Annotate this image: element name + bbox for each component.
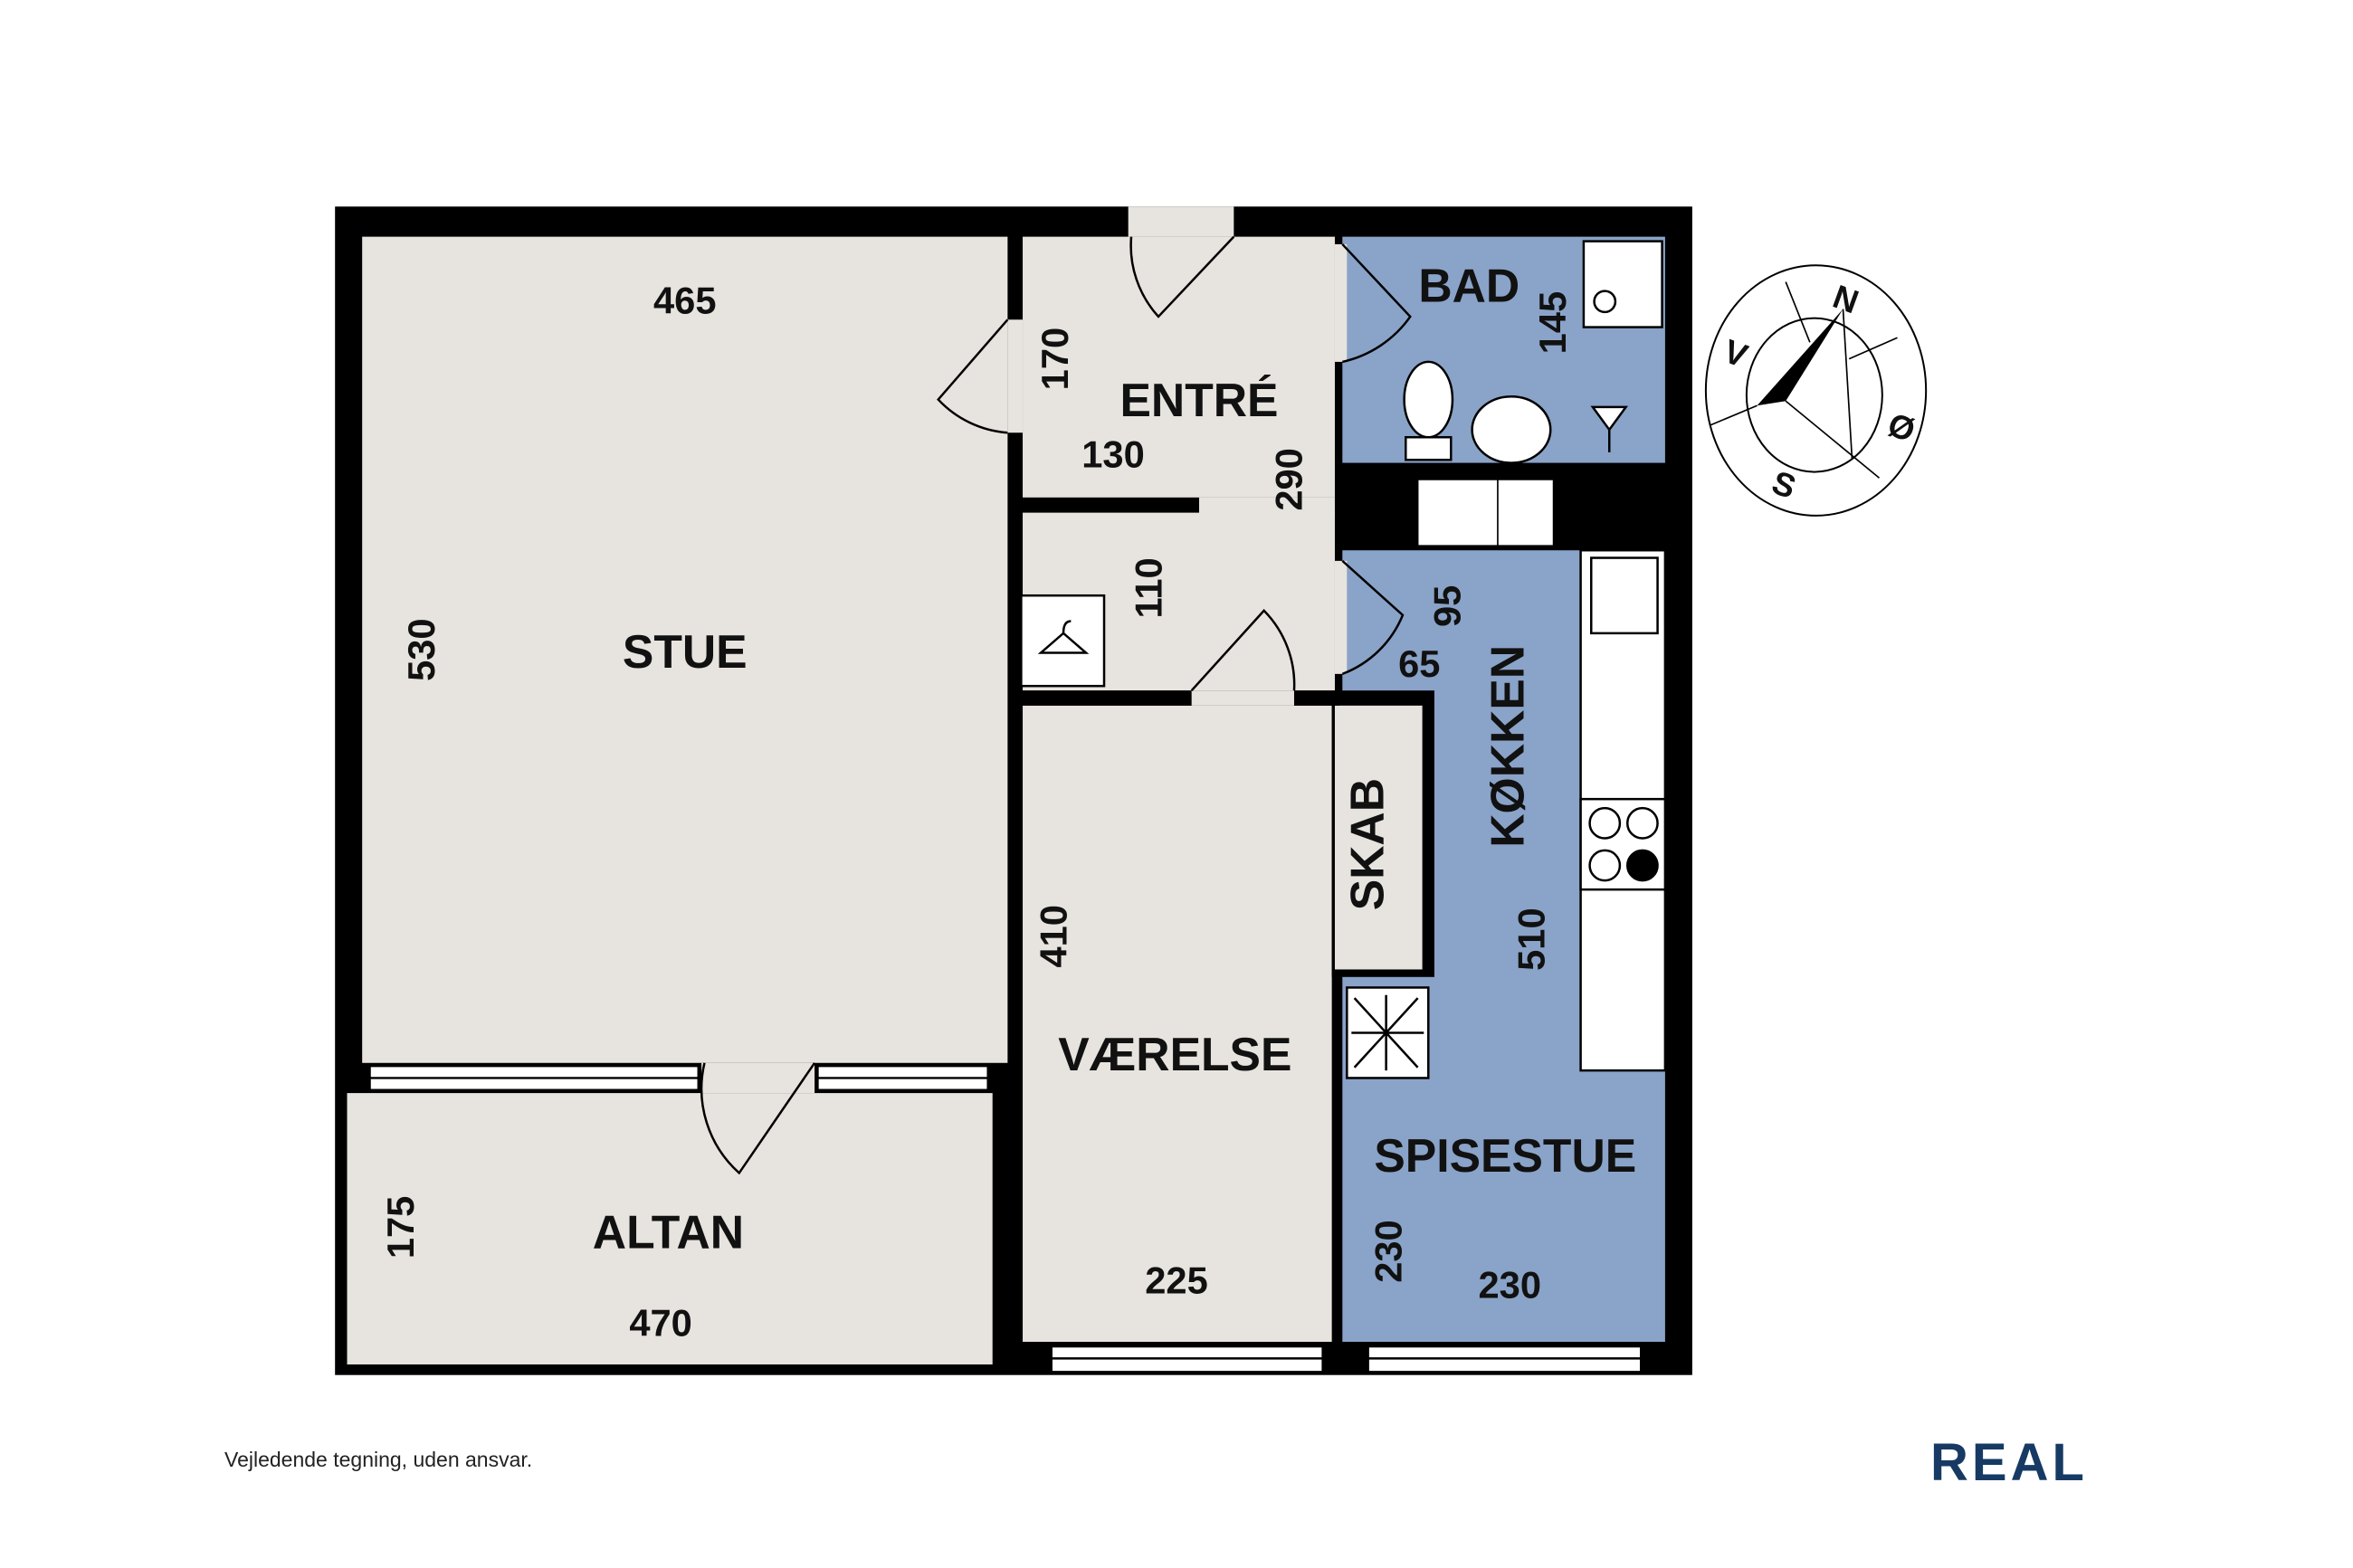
bath-fixtures [1403,240,1663,464]
real-logo: REAL [1930,1433,2088,1492]
dim-altan-width: 470 [629,1301,691,1344]
dim-koekken-b: 65 [1398,642,1440,685]
dim-stue-width: 465 [653,280,716,322]
dim-stue-height: 530 [400,618,443,680]
compass-needle-icon [1757,309,1843,406]
windows [368,1064,1643,1373]
room-vaerelse [1023,705,1332,1343]
dim-spisestue-width: 230 [1479,1264,1541,1307]
front-door [1128,206,1234,237]
dim-entre-width: 130 [1081,433,1144,476]
dim-koekken-length: 510 [1510,908,1553,970]
compass: N V Ø S [1704,264,1928,517]
label-skab: SKAB [1340,778,1393,910]
compass-e: Ø [1883,405,1920,449]
dim-vaerelse-height: 410 [1032,905,1074,967]
closet-skab [1334,705,1423,970]
compass-s: S [1767,463,1801,506]
room-stue [362,236,1008,1063]
label-bad: BAD [1418,259,1519,311]
dim-spisestue-height: 230 [1367,1220,1409,1282]
compass-w: V [1719,332,1753,375]
room-entre [1023,236,1335,498]
kitchen-fixtures [1020,548,1667,1079]
label-altan: ALTAN [593,1206,744,1259]
label-entre: ENTRÉ [1119,374,1278,426]
dim-entre-depth: 290 [1267,448,1310,510]
label-vaerelse: VÆRELSE [1058,1028,1291,1080]
sink [1589,556,1659,635]
label-stue: STUE [623,625,748,678]
dim-bad-height: 145 [1531,291,1574,354]
dim-altan-height: 175 [379,1196,422,1259]
door-swings [700,235,1412,1175]
dim-entre-closet: 110 [1127,557,1169,618]
label-koekken: KØKKEN [1481,645,1533,848]
dim-vaerelse-width: 225 [1145,1259,1207,1302]
label-spisestue: SPISESTUE [1374,1129,1636,1182]
disclaimer: Vejledende tegning, uden ansvar. [224,1448,533,1471]
dim-koekken-a: 95 [1425,585,1468,627]
compass-n: N [1828,278,1863,321]
dim-entre-height: 170 [1034,328,1076,390]
cabinet [1416,479,1555,547]
room-altan [347,1093,993,1365]
